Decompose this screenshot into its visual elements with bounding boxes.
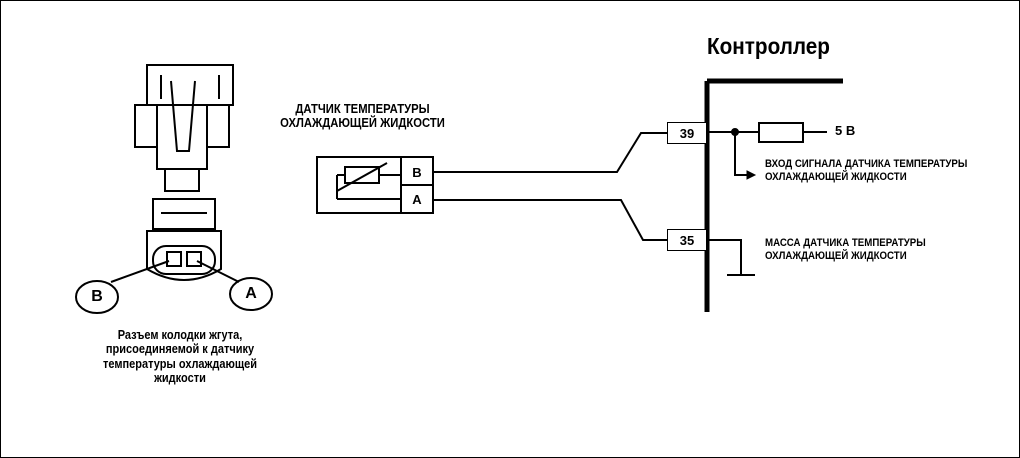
socket-b	[166, 251, 182, 267]
signal-input-line2: ОХЛАЖДАЮЩЕЙ ЖИДКОСТИ	[765, 170, 907, 183]
leader-a	[196, 260, 240, 283]
connector-terminal-b-label: B	[91, 288, 103, 305]
socket-a	[186, 251, 202, 267]
connector-caption-line3: температуры охлаждающей	[102, 356, 258, 371]
circle-b	[75, 280, 119, 314]
pin35-ground-wire	[707, 239, 742, 274]
receptacle-body	[146, 230, 222, 281]
leader-b	[110, 260, 170, 283]
signal-input-label: ВХОД СИГНАЛА ДАТЧИКА ТЕМПЕРАТУРЫ ОХЛАЖДА…	[765, 158, 967, 183]
plug-neck	[156, 104, 208, 170]
ground-label: МАССА ДАТЧИКА ТЕМПЕРАТУРЫ ОХЛАЖДАЮЩЕЙ ЖИ…	[765, 237, 926, 262]
connector-caption-line2: присоединяемой к датчику	[105, 342, 255, 357]
sensor-pin-a-label: A	[412, 192, 422, 207]
controller-pin-35: 35	[667, 229, 707, 251]
connector-terminal-a-label: A	[245, 285, 257, 302]
receptacle-top	[152, 198, 216, 230]
plug-slot	[170, 80, 196, 152]
plug-stem	[164, 168, 200, 192]
supply-voltage-label: 5 В	[835, 123, 856, 138]
wires	[433, 132, 667, 241]
controller-title: Контроллер	[707, 33, 830, 59]
sensor-block	[316, 156, 434, 214]
ground-label-line1: МАССА ДАТЧИКА ТЕМПЕРАТУРЫ	[765, 237, 926, 249]
circle-a	[229, 277, 273, 311]
sensor-title-line1: ДАТЧИК ТЕМПЕРАТУРЫ	[295, 102, 430, 116]
wire-a-to-35	[433, 199, 667, 241]
connector-caption: Разъем колодки жгута, присоединяемой к д…	[88, 328, 273, 386]
wire-b-to-39	[433, 132, 667, 173]
sensor-title-line2: ОХЛАЖДАЮЩЕЙ ЖИДКОСТИ	[280, 116, 445, 131]
signal-arrow-icon	[746, 170, 757, 180]
plug-top-body	[146, 64, 234, 106]
controller-block	[704, 78, 843, 312]
connector-caption-line4: жидкости	[154, 371, 206, 386]
ground-label-line2: ОХЛАЖДАЮЩЕЙ ЖИДКОСТИ	[765, 249, 907, 262]
thermistor-arrow	[336, 162, 388, 192]
plug-ribs	[160, 75, 220, 99]
controller-pin-39: 39	[667, 122, 707, 144]
connector-caption-line1: Разъем колодки жгута,	[117, 328, 243, 342]
signal-input-line1: ВХОД СИГНАЛА ДАТЧИКА ТЕМПЕРАТУРЫ	[765, 158, 968, 170]
harness-connector-drawing	[75, 64, 273, 314]
signal-tap	[734, 132, 753, 176]
pullup-resistor	[758, 122, 804, 143]
receptacle-socket-outline	[152, 245, 216, 275]
sensor-title: ДАТЧИК ТЕМПЕРАТУРЫ ОХЛАЖДАЮЩЕЙ ЖИДКОСТИ	[277, 102, 448, 131]
sensor-pin-b-label: B	[412, 165, 422, 180]
